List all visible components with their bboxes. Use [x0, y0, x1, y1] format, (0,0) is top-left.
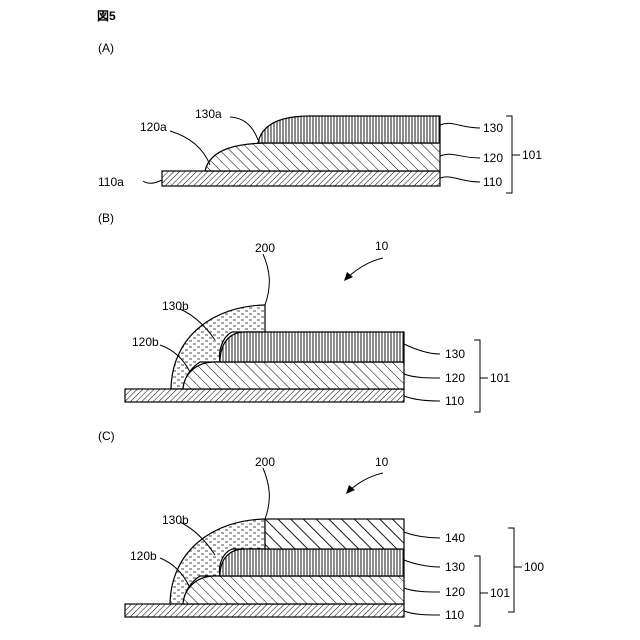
- panel-b: (B) 200 10 130b 120b 130 120 110 101: [98, 211, 510, 412]
- layer-110: [162, 171, 440, 186]
- leader-130-b: [404, 344, 440, 354]
- callout-130-c: 130: [445, 560, 465, 574]
- leader-130a: [230, 117, 258, 140]
- layer-110: [125, 389, 404, 402]
- layer-120: [205, 143, 440, 171]
- bracket-101-b: [474, 340, 488, 412]
- callout-120a: 120a: [140, 120, 167, 134]
- leader-200-b: [263, 254, 269, 305]
- callout-120-b: 120: [445, 371, 465, 385]
- callout-10-b: 10: [375, 239, 389, 253]
- leader-120-a: [440, 154, 480, 158]
- figure-title: 図5: [97, 9, 116, 23]
- callout-120b-b: 120b: [132, 335, 159, 349]
- callout-101-b: 101: [490, 371, 510, 385]
- callout-120b-c: 120b: [130, 549, 157, 563]
- layer-130: [220, 549, 404, 576]
- layer-120: [183, 576, 404, 604]
- callout-101-a: 101: [522, 148, 542, 162]
- callout-130-b: 130: [445, 347, 465, 361]
- layer-140: [265, 519, 404, 549]
- callout-140-c: 140: [445, 531, 465, 545]
- callout-120-a: 120: [483, 151, 503, 165]
- leader-110-c: [404, 611, 440, 615]
- callout-200-b: 200: [255, 241, 275, 255]
- leader-140-c: [404, 532, 440, 538]
- callout-10-c: 10: [375, 455, 389, 469]
- leader-10-b: [348, 258, 383, 277]
- panel-a: (A) 110a 120a 130a 130 120 110 101: [98, 41, 542, 193]
- panel-c-label: (C): [98, 429, 115, 443]
- leader-120-b: [404, 374, 440, 378]
- panel-b-label: (B): [98, 211, 114, 225]
- callout-110-c: 110: [445, 608, 464, 622]
- callout-130a: 130a: [195, 107, 222, 121]
- leader-200-c: [263, 468, 269, 519]
- layer-110: [125, 604, 404, 617]
- callout-120-c: 120: [445, 585, 465, 599]
- leader-110a: [143, 180, 162, 183]
- callout-130b-c: 130b: [162, 513, 189, 527]
- callout-110a: 110a: [98, 175, 124, 189]
- callout-101-c: 101: [490, 586, 510, 600]
- leader-130-c: [404, 560, 440, 567]
- layer-130: [258, 116, 440, 143]
- callout-100-c: 100: [524, 560, 544, 574]
- callout-110-b: 110: [445, 394, 464, 408]
- leader-10-c: [350, 473, 383, 490]
- leader-120-c: [404, 588, 440, 592]
- layer-120: [183, 362, 404, 389]
- arrow-10-c: [346, 485, 355, 494]
- panel-c: (C) 200 10 130b 120b 140 130 120 110 101…: [98, 429, 544, 626]
- layer-130: [220, 332, 404, 362]
- panel-a-label: (A): [98, 41, 114, 55]
- callout-130b-b: 130b: [162, 299, 189, 313]
- callout-110-a: 110: [483, 175, 502, 189]
- callout-200-c: 200: [255, 455, 275, 469]
- bracket-101-c: [474, 556, 488, 626]
- leader-120a: [170, 131, 210, 165]
- leader-110-a: [440, 177, 480, 182]
- bracket-100-c: [508, 528, 522, 612]
- leader-110-b: [404, 396, 440, 401]
- leader-130-a: [440, 123, 480, 128]
- callout-130-a: 130: [483, 121, 503, 135]
- bracket-101-a: [506, 116, 520, 193]
